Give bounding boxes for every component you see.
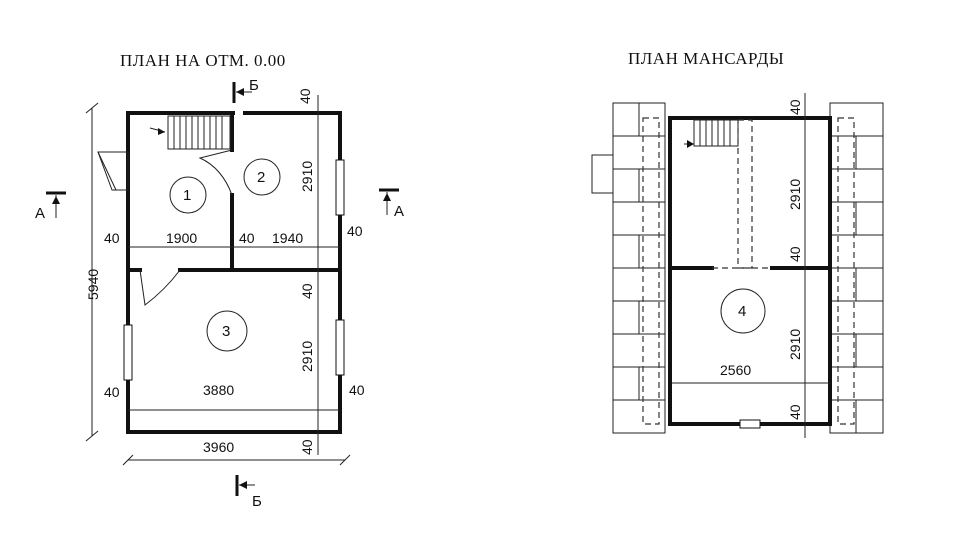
attic-dim-2910-upper: 2910 [787, 179, 803, 210]
ground-staircase [149, 115, 231, 150]
section-b-bottom-label: Б [252, 493, 262, 510]
dim-40-left-lower: 40 [104, 384, 120, 400]
dim-40-mid: 40 [239, 230, 255, 246]
dim-5940: 5940 [85, 269, 101, 300]
attic-dim-40-top: 40 [787, 99, 803, 115]
attic-dim-2560: 2560 [720, 362, 751, 378]
svg-text:1: 1 [183, 187, 191, 204]
attic-staircase [684, 119, 772, 269]
attic-dim-2910-lower: 2910 [787, 329, 803, 360]
ground-interior-walls [126, 111, 342, 272]
ground-plan-title: ПЛАН НА ОТМ. 0.00 [120, 51, 286, 70]
attic-roof-slope-left [591, 102, 666, 434]
section-a-left-label: А [35, 205, 45, 222]
section-mark-a-right: А [379, 188, 404, 220]
dim-1940: 1940 [272, 230, 303, 246]
attic-dim-40-mid: 40 [787, 246, 803, 262]
room-marker-4: 4 [720, 288, 766, 334]
dim-40-left-upper: 40 [104, 230, 120, 246]
dim-3880: 3880 [203, 382, 234, 398]
section-a-right-label: А [394, 203, 404, 220]
room-marker-3: 3 [206, 310, 248, 352]
section-mark-a-left: А [35, 191, 66, 222]
dim-40-right-lower: 40 [349, 382, 365, 398]
section-mark-b-top: Б [232, 77, 259, 103]
section-mark-b-bottom: Б [235, 475, 262, 510]
attic-plan-title: ПЛАН МАНСАРДЫ [628, 49, 784, 68]
svg-text:3: 3 [222, 323, 230, 340]
dim-40-bottom: 40 [299, 439, 315, 455]
dim-40-right-mid: 40 [299, 283, 315, 299]
ground-door-swings [97, 149, 233, 306]
attic-walls [668, 116, 832, 429]
dim-2910-lower: 2910 [299, 341, 315, 372]
dim-2910-upper: 2910 [299, 161, 315, 192]
svg-text:4: 4 [738, 303, 746, 320]
dim-1900: 1900 [166, 230, 197, 246]
ground-windows [123, 159, 345, 381]
room-marker-2: 2 [243, 158, 281, 196]
dim-3960: 3960 [203, 439, 234, 455]
attic-dim-40-bottom: 40 [787, 404, 803, 420]
ground-dimension-lines [85, 95, 351, 466]
svg-text:2: 2 [257, 169, 265, 186]
dim-40-right-upper: 40 [347, 223, 363, 239]
room-marker-1: 1 [169, 176, 207, 214]
dim-40-top: 40 [297, 88, 313, 104]
attic-dimension-lines [672, 93, 830, 438]
section-b-top-label: Б [249, 77, 259, 94]
attic-roof-slope-right [829, 102, 884, 434]
